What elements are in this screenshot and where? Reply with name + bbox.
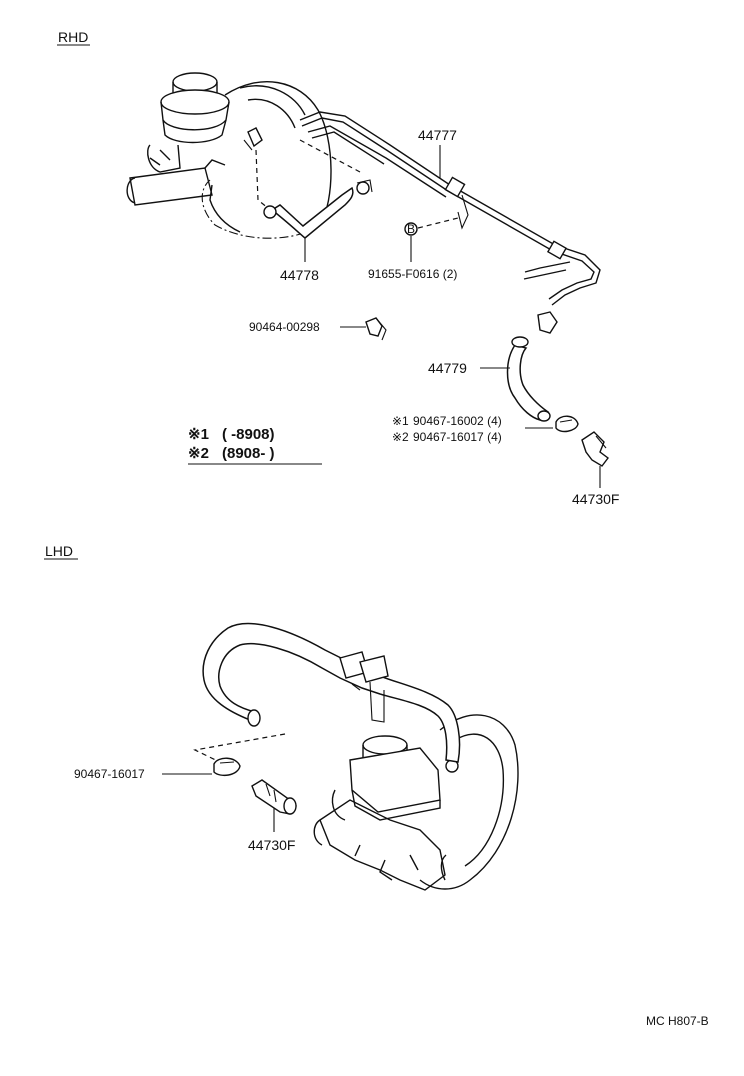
rhd-heading: RHD	[58, 29, 88, 45]
mark-2: ※2	[392, 430, 409, 444]
label-44730f-lhd: 44730F	[248, 837, 295, 853]
union-44730f-lhd	[251, 779, 297, 832]
label-90467-16017-lhd: 90467-16017	[74, 767, 145, 781]
legend-2-range: (8908- )	[222, 445, 275, 462]
lhd-heading: LHD	[45, 543, 73, 559]
legend-1-range: ( -8908)	[222, 426, 275, 443]
clamp-90467-lhd	[162, 733, 286, 777]
legend-2-mark: ※2	[188, 445, 209, 462]
label-90464: 90464-00298	[249, 320, 320, 334]
label-44730f-rhd: 44730F	[572, 491, 619, 507]
legend-1-mark: ※1	[188, 426, 209, 443]
hose-44779	[480, 311, 558, 422]
label-44778: 44778	[280, 267, 319, 283]
label-44777: 44777	[418, 127, 457, 143]
bolt-91655: B	[404, 217, 459, 262]
bolt-glyph: B	[407, 222, 415, 236]
applicability-legend: ※1 ( -8908) ※2 (8908- )	[188, 426, 322, 465]
rhd-brake-booster-assembly	[126, 72, 361, 239]
pipe-44777	[299, 111, 601, 306]
label-91655: 91655-F0616 (2)	[368, 267, 457, 281]
hose-lhd	[202, 622, 461, 763]
mark-1: ※1	[392, 414, 409, 428]
clamp-90467-rhd	[525, 415, 579, 433]
hose-44778	[263, 179, 373, 262]
label-44779: 44779	[428, 360, 467, 376]
rhd-section: RHD	[57, 29, 619, 507]
lhd-brake-booster-assembly	[313, 714, 519, 891]
figure-code: MC H807-B	[646, 1014, 709, 1028]
clip-90464	[340, 317, 387, 341]
label-90467-16002: 90467-16002 (4)	[413, 414, 502, 428]
union-44730f-rhd	[581, 431, 609, 488]
label-90467-16017: 90467-16017 (4)	[413, 430, 502, 444]
lhd-section: LHD	[44, 543, 519, 891]
